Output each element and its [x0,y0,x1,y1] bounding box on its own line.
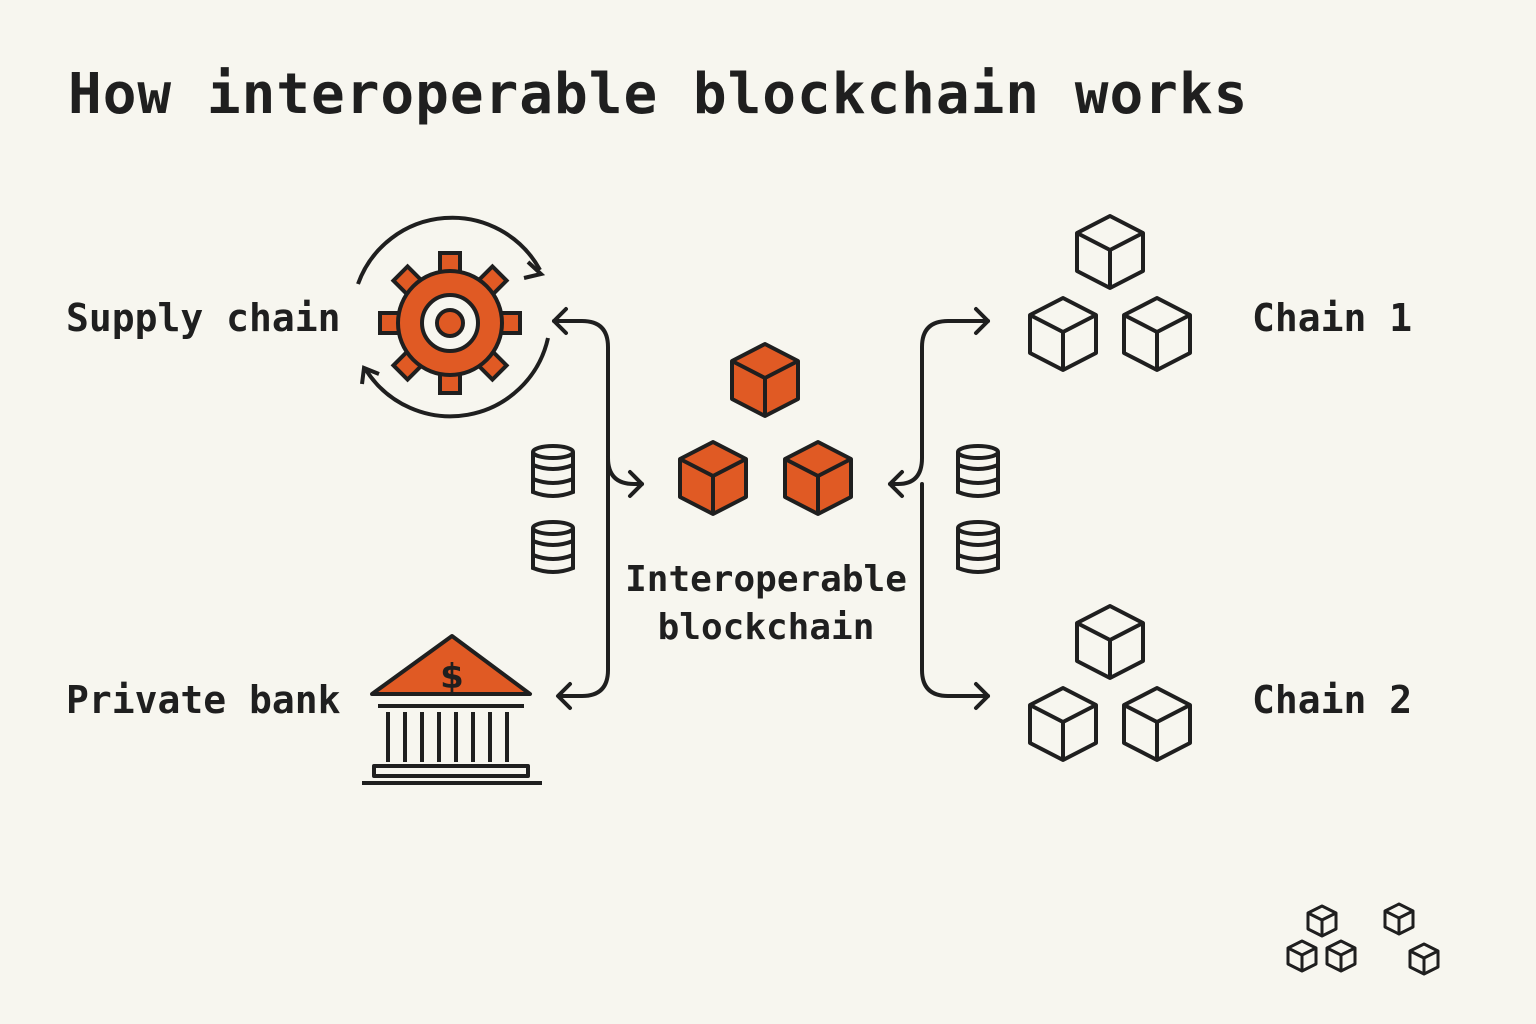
chain1-label: Chain 1 [1252,296,1413,340]
bank-icon: $ [362,634,542,785]
diagram-title: How interoperable blockchain works [68,62,1249,127]
left-connector-arrows [552,307,644,710]
gear-icon [356,215,550,419]
chain2-cube-cluster-icon [1028,604,1192,762]
blockchain-logo-icon [1286,902,1440,976]
center-label-line1: Interoperable [625,559,907,600]
database-icon [956,444,1000,574]
supply-chain-label: Supply chain [66,296,341,340]
chain1-cube-cluster-icon [1028,214,1192,372]
bank-dollar-symbol: $ [440,657,464,697]
right-connector-arrows [888,307,990,710]
database-icon [531,444,575,574]
center-label-line2: blockchain [657,607,875,648]
center-label: Interoperable blockchain [606,556,926,652]
interoperable-blockchain-icon [678,342,853,516]
private-bank-label: Private bank [66,678,341,722]
chain2-label: Chain 2 [1252,678,1413,722]
